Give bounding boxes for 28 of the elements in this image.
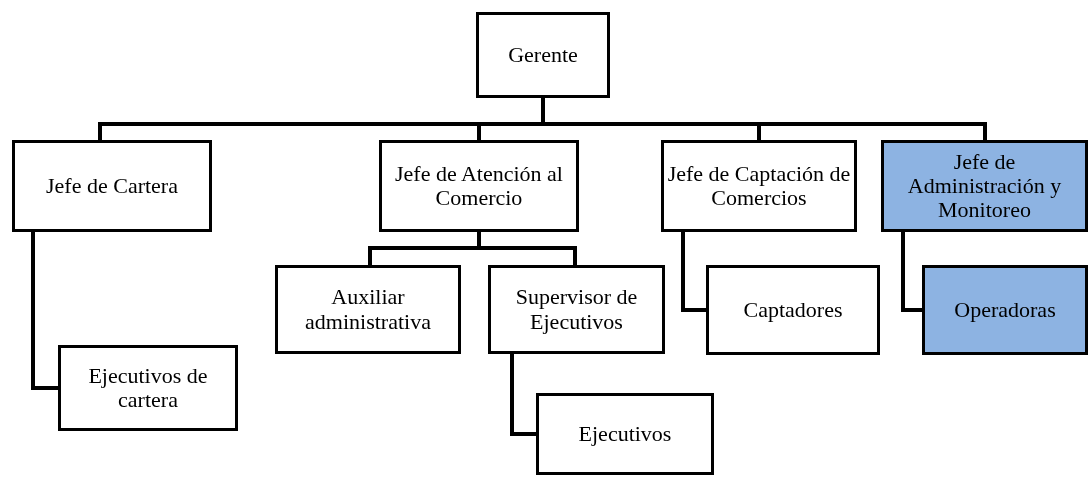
org-box — [275, 265, 461, 354]
org-box — [881, 140, 1088, 232]
org-box — [476, 12, 610, 98]
org-box — [661, 140, 857, 232]
org-box — [706, 265, 880, 355]
org-box — [488, 265, 665, 354]
position-title: Jefe de Cartera — [46, 173, 178, 199]
connector-line — [541, 98, 987, 140]
position-title: Supervisor de Ejecutivos — [514, 285, 639, 334]
position-title: Ejecutivos — [578, 421, 672, 447]
org-box — [12, 140, 212, 232]
position-title: Captadores — [743, 297, 843, 323]
position-title: Jefe de Atención al Comercio — [394, 161, 564, 211]
position-title: Auxiliar administrativa — [304, 285, 432, 334]
connector-line — [510, 354, 536, 436]
position-title: Operadoras — [954, 297, 1056, 323]
connector-line — [681, 232, 706, 312]
position-title: Jefe de Captación de Comercios — [667, 161, 851, 211]
position-title: Gerente — [508, 42, 578, 68]
org-box — [922, 265, 1088, 355]
position-title: Jefe de Administración y Monitoreo — [906, 149, 1063, 223]
org-box — [379, 140, 579, 232]
org-box — [58, 345, 238, 431]
position-title: Ejecutivos de cartera — [87, 363, 209, 413]
connector-line — [31, 232, 58, 390]
connector-line — [477, 232, 577, 265]
connector-line — [901, 232, 922, 312]
org-box — [536, 393, 714, 475]
